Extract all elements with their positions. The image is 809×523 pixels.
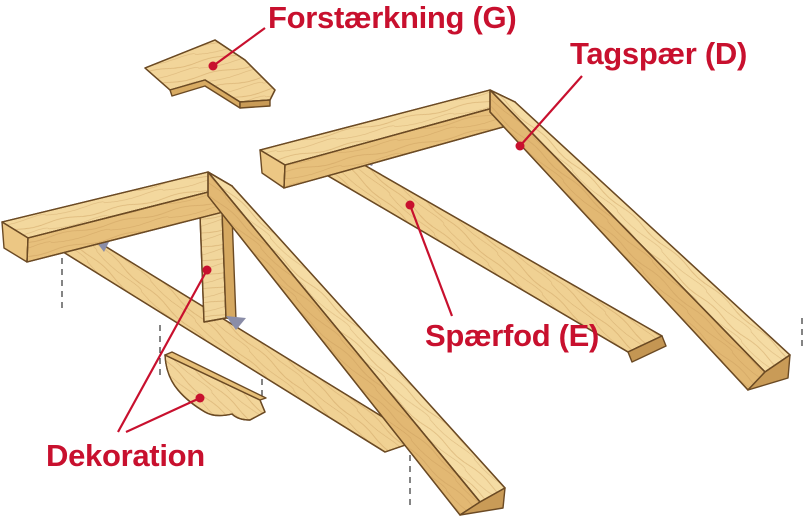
rafter-diagonal-beam	[489, 89, 791, 391]
left-diagonal-beam	[207, 171, 506, 516]
decoration-piece	[164, 351, 267, 421]
leader-dot	[515, 141, 525, 151]
leader-dot	[208, 61, 218, 71]
left-post	[199, 209, 237, 323]
leader-dot	[405, 200, 415, 210]
label-reinforcement: Forstærkning (G)	[268, 0, 517, 35]
leader-dot	[195, 393, 205, 403]
leader-rafter	[519, 75, 583, 147]
leader-decoration-b	[125, 397, 201, 433]
label-rafter: Tagspær (D)	[570, 36, 747, 71]
left-truss	[1, 171, 506, 516]
leader-decoration-a	[117, 269, 208, 433]
right-truss	[259, 89, 791, 391]
reinforcement-piece	[144, 39, 276, 109]
leader-dot	[202, 265, 212, 275]
left-top-beam	[1, 171, 233, 263]
rafter-top-beam	[259, 89, 516, 189]
leader-reinforcement	[212, 27, 266, 67]
label-rafter-foot: Spærfod (E)	[425, 318, 600, 353]
leader-lines	[117, 27, 583, 433]
joint-shadow	[226, 316, 246, 330]
rafter-foot-beam	[317, 157, 667, 363]
label-decoration: Dekoration	[46, 438, 205, 473]
leader-rafter-foot	[408, 204, 454, 317]
